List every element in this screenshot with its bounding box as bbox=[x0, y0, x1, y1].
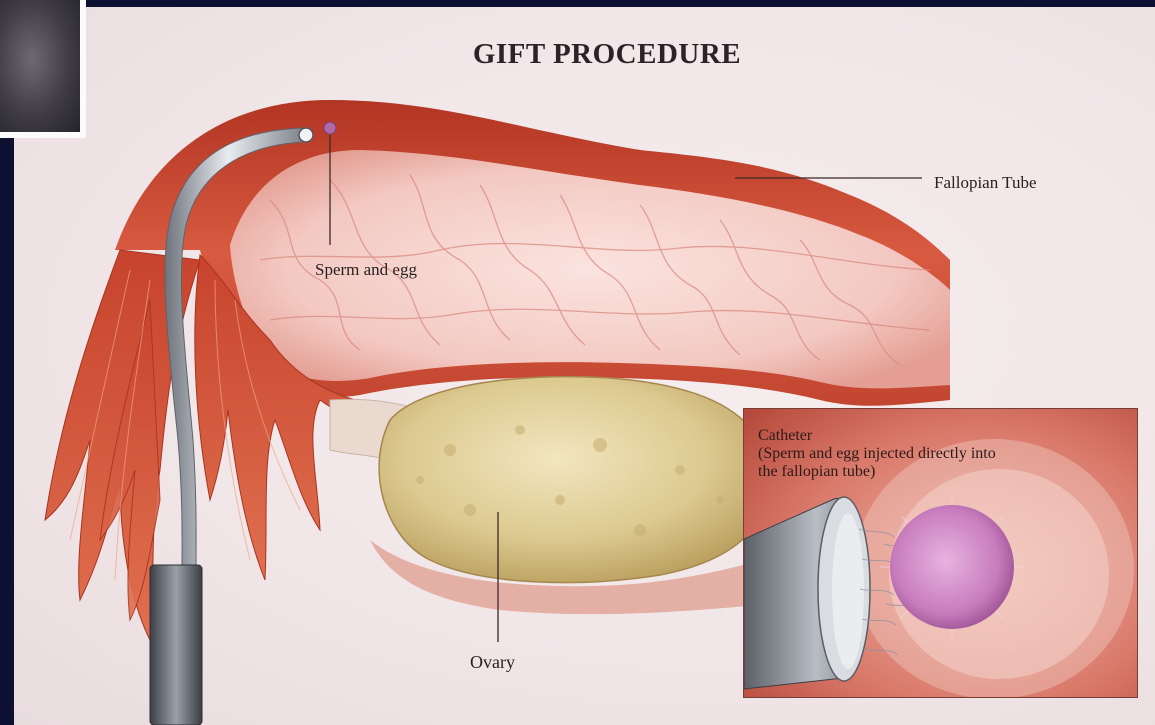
label-sperm-and-egg: Sperm and egg bbox=[315, 260, 417, 280]
thumbnail-image bbox=[0, 0, 80, 132]
page-title: GIFT PROCEDURE bbox=[0, 38, 1155, 71]
corner-thumbnail bbox=[0, 0, 86, 138]
inset-title: Catheter bbox=[758, 427, 996, 445]
label-fallopian-tube: Fallopian Tube bbox=[934, 173, 1037, 193]
inset-caption: Catheter (Sperm and egg injected directl… bbox=[758, 427, 996, 481]
inset-caption-line1: (Sperm and egg injected directly into bbox=[758, 445, 996, 463]
sperm-and-egg-marker bbox=[324, 122, 336, 134]
inset-caption-line2: the fallopian tube) bbox=[758, 463, 996, 481]
catheter-handle bbox=[150, 565, 202, 725]
catheter-inset: Catheter (Sperm and egg injected directl… bbox=[743, 408, 1138, 698]
ovary bbox=[379, 377, 770, 583]
inset-egg bbox=[890, 505, 1014, 629]
label-ovary: Ovary bbox=[470, 652, 515, 673]
